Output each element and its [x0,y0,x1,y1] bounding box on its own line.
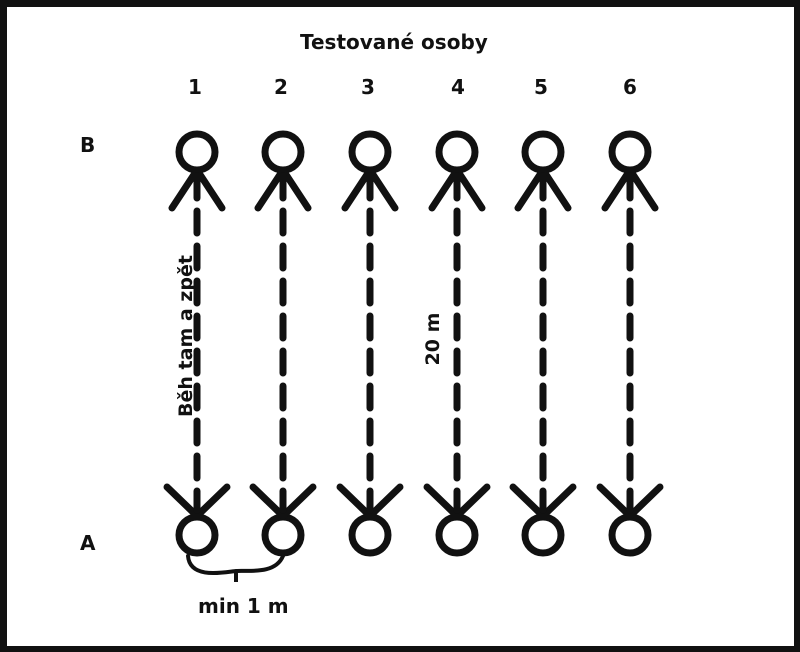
subject-5-figures [509,130,577,557]
subject-2-top-head [261,130,305,174]
subject-3-bottom-body [336,483,404,520]
spacing-brace [186,554,285,576]
subject-2-figures [249,130,317,557]
run-label: Běh tam a zpět [175,255,197,417]
subject-1-figures [163,130,231,557]
subject-number-1: 1 [188,75,202,99]
row-a-label: A [80,531,96,555]
subject-6-bottom-head [608,513,652,557]
subject-4-top-head [435,130,479,174]
subject-4-bottom-head [435,513,479,557]
subject-6-bottom-body [596,483,664,520]
subject-4-top-body [428,166,486,212]
subject-6-figures [596,130,664,557]
subject-1-top-head [175,130,219,174]
subject-3-top-body [341,166,399,212]
subject-number-2: 2 [274,75,288,99]
spacing-label: min 1 m [198,594,289,618]
subject-3-figures [336,130,404,557]
subject-6-top-head [608,130,652,174]
subject-5-top-head [521,130,565,174]
subject-5-top-body [514,166,572,212]
subject-number-3: 3 [361,75,375,99]
subject-4-bottom-body [423,483,491,520]
subject-6-top-body [601,166,659,212]
distance-label: 20 m [422,312,444,366]
subject-1-bottom-head [175,513,219,557]
subject-5-bottom-body [509,483,577,520]
subject-number-4: 4 [451,75,465,99]
subject-2-bottom-head [261,513,305,557]
row-b-label: B [80,133,96,157]
subject-3-top-head [348,130,392,174]
subject-number-6: 6 [623,75,637,99]
subject-4-figures [423,130,491,557]
subject-number-5: 5 [534,75,548,99]
subject-2-bottom-body [249,483,317,520]
subject-5-bottom-head [521,513,565,557]
diagram-title: Testované osoby [300,30,488,54]
subject-3-bottom-head [348,513,392,557]
subject-2-top-body [254,166,312,212]
subject-1-bottom-body [163,483,231,520]
subject-1-top-body [168,166,226,212]
